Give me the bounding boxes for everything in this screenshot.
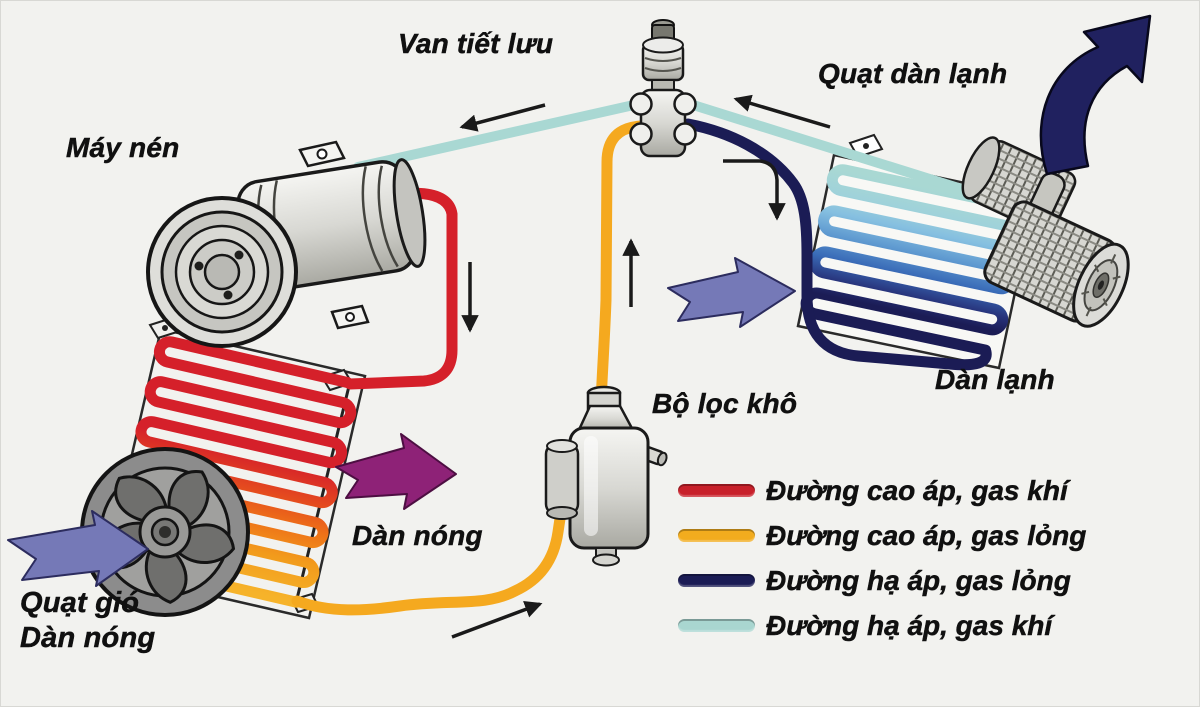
condenser-coil	[107, 336, 357, 608]
legend-item-high-gas: Đường cao áp, gas khí	[678, 468, 1086, 513]
flow-arrow-condenser-to-dryer	[451, 601, 543, 639]
legend-label-high-gas: Đường cao áp, gas khí	[766, 474, 1068, 506]
compressor-pulley	[146, 196, 298, 348]
flow-arrows	[451, 94, 831, 639]
label-dryer: Bộ lọc khô	[652, 388, 798, 420]
legend-item-low-liquid: Đường hạ áp, gas lỏng	[678, 558, 1086, 603]
label-expansion-valve: Van tiết lưu	[398, 28, 554, 60]
legend-label-low-gas: Đường hạ áp, gas khí	[766, 609, 1053, 641]
legend-swatch-low-gas	[678, 619, 755, 632]
flow-arrow-evap-to-valve	[733, 94, 831, 129]
legend: Đường cao áp, gas khí Đường cao áp, gas …	[678, 468, 1087, 648]
legend-item-low-gas: Đường hạ áp, gas khí	[678, 603, 1086, 648]
pipe-low-pressure-gas-valve-to-compressor	[353, 99, 643, 172]
label-evaporator-fan: Quạt dàn lạnh	[818, 58, 1008, 90]
airflow-arrow-into-condenser-fan	[7, 510, 149, 587]
legend-item-high-liquid: Đường cao áp, gas lỏng	[678, 513, 1087, 558]
flow-arrow-valve-to-compressor	[459, 103, 546, 132]
label-condenser-fan-line1: Quạt gió	[20, 587, 140, 620]
pipe-low-pressure-liquid	[682, 118, 992, 371]
label-compressor: Máy nén	[66, 132, 180, 164]
label-condenser-fan: Quạt gió Dàn nóng	[20, 586, 156, 657]
airflow-arrow-out-of-condenser	[335, 433, 457, 510]
pipe-high-pressure-liquid-condenser-to-dryer	[291, 506, 567, 616]
airflow-arrow-out-of-blower	[1039, 14, 1152, 176]
label-evaporator: Dàn lạnh	[935, 364, 1055, 396]
legend-swatch-high-gas	[678, 484, 755, 497]
condenser-fan	[80, 447, 250, 617]
pipe-high-pressure-liquid-dryer-to-valve	[595, 120, 647, 408]
evaporator-blower	[961, 136, 1130, 328]
airflow-arrow-into-evaporator	[667, 257, 796, 328]
flow-arrow-valve-to-evap	[723, 159, 786, 221]
label-condenser: Dàn nóng	[352, 520, 483, 552]
expansion-valve	[629, 19, 697, 158]
compressor	[146, 140, 427, 348]
legend-swatch-low-liquid	[678, 574, 755, 587]
receiver-drier	[544, 385, 668, 567]
legend-label-high-liquid: Đường cao áp, gas lỏng	[766, 519, 1087, 551]
legend-label-low-liquid: Đường hạ áp, gas lỏng	[766, 564, 1071, 596]
label-condenser-fan-line2: Dàn nóng	[20, 622, 156, 655]
legend-swatch-high-liquid	[678, 529, 755, 542]
